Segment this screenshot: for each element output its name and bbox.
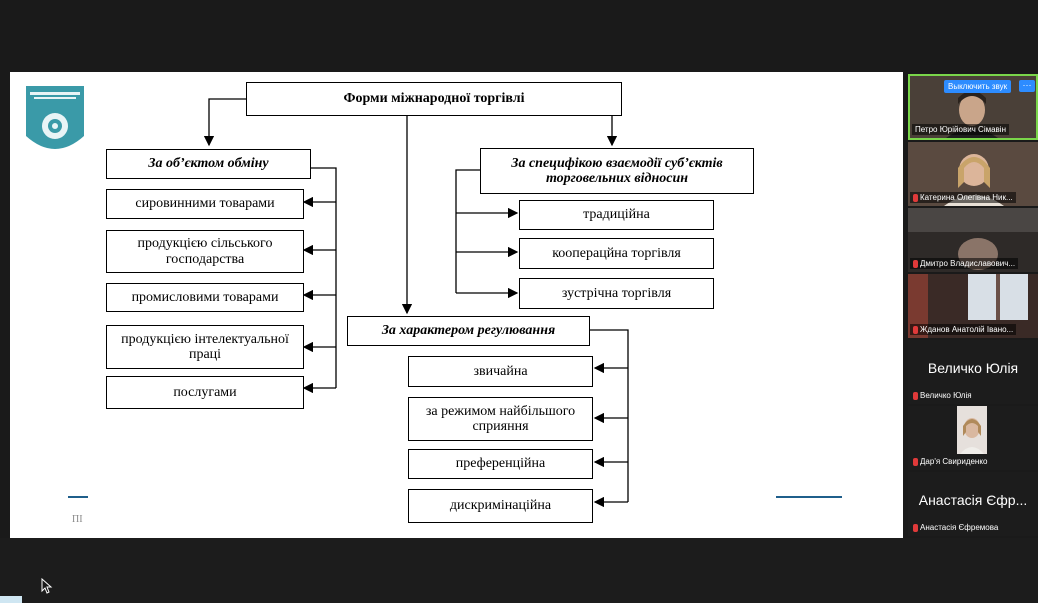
participant-avatar: [957, 406, 987, 454]
participant-name: Анастасія Єфремова: [920, 523, 999, 532]
participants-panel: Выключить звук ··· Петро Юрійович Сімаві…: [905, 72, 1038, 538]
bottom-bar: [0, 538, 1038, 603]
right-item: зустрічна торгівля: [519, 278, 714, 309]
muted-mic-icon: [913, 391, 918, 400]
slide-footer-text: ПІ: [72, 514, 83, 525]
left-item: продукцією інтелектуальної праці: [106, 325, 304, 369]
muted-mic-icon: [913, 259, 918, 268]
footer-line-right: [776, 496, 842, 498]
participant-tile[interactable]: Катерина Олегівна Ник...: [908, 142, 1038, 206]
muted-mic-icon: [913, 193, 918, 202]
middle-category-header: За характером регулювання: [347, 316, 590, 346]
diagram-title: Форми міжнародної торгівлі: [246, 82, 622, 116]
participant-name: Катерина Олегівна Ник...: [920, 193, 1013, 202]
unmute-button[interactable]: Выключить звук: [944, 80, 1012, 93]
top-bar: [0, 0, 1038, 72]
middle-item: за режимом найбільшого сприяння: [408, 397, 593, 441]
participant-tile[interactable]: Жданов Анатолій Івано...: [908, 274, 1038, 338]
participant-display-name: Анастасія Єфр...: [918, 492, 1028, 508]
middle-item: дискримінаційна: [408, 489, 593, 523]
taskbar-edge: [0, 596, 22, 603]
middle-item: преференційна: [408, 449, 593, 479]
middle-item: звичайна: [408, 356, 593, 387]
participant-name: Петро Юрійович Сімавін: [912, 124, 1010, 135]
participant-name: Величко Юлія: [920, 391, 972, 400]
left-item: послугами: [106, 376, 304, 409]
participant-tile[interactable]: Дар'я Свириденко: [908, 406, 1038, 470]
muted-mic-icon: [913, 457, 918, 466]
participant-display-name: Величко Юлія: [927, 360, 1019, 376]
right-item: традиційна: [519, 200, 714, 230]
left-item: промисловими товарами: [106, 283, 304, 312]
right-item: кооперацйна торгівля: [519, 238, 714, 269]
participant-tile-active-speaker[interactable]: Выключить звук ··· Петро Юрійович Сімаві…: [908, 74, 1038, 140]
participant-tile[interactable]: Дмитро Владиславович...: [908, 208, 1038, 272]
shared-screen-slide: Форми міжнародної торгівлі За об’єктом о…: [10, 72, 903, 538]
left-category-header: За об’єктом обміну: [106, 149, 311, 179]
participant-name: Дар'я Свириденко: [920, 457, 988, 466]
left-item: продукцією сільського господарства: [106, 230, 304, 273]
muted-mic-icon: [913, 523, 918, 532]
footer-line-left: [68, 496, 88, 498]
left-item: сировинними товарами: [106, 189, 304, 219]
participant-name: Дмитро Владиславович...: [920, 259, 1016, 268]
participant-tile[interactable]: Величко Юлія Величко Юлія: [908, 340, 1038, 404]
participant-name: Жданов Анатолій Івано...: [920, 325, 1014, 334]
participant-tile[interactable]: Анастасія Єфр... Анастасія Єфремова: [908, 472, 1038, 536]
university-logo: [26, 86, 84, 149]
diagram-connectors: [203, 98, 629, 508]
muted-mic-icon: [913, 325, 918, 334]
more-options-button[interactable]: ···: [1019, 80, 1035, 92]
right-category-header: За специфікою взаємодії суб’єктів торгов…: [480, 148, 754, 194]
mouse-pointer-icon: [41, 578, 53, 594]
